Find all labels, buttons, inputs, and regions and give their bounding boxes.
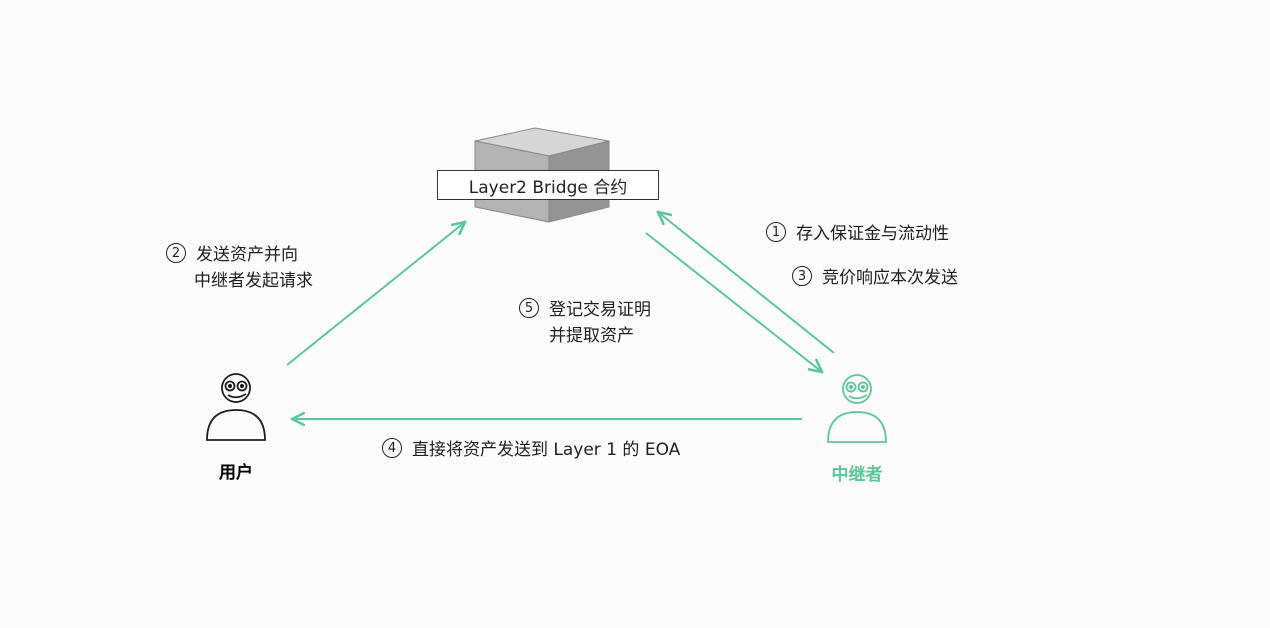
step-4-label: 4 直接将资产发送到 Layer 1 的 EOA — [382, 437, 680, 463]
step-3-line-1: 竞价响应本次发送 — [822, 268, 958, 288]
relayer-name: 中继者 — [831, 465, 883, 485]
step-number-badge: 3 — [792, 266, 812, 286]
step-3-label: 3 竞价响应本次发送 — [792, 265, 958, 291]
step-2-line-1: 发送资产并向 — [196, 245, 298, 265]
step-1-line-1: 存入保证金与流动性 — [796, 224, 949, 244]
contract-label: Layer2 Bridge 合约 — [437, 170, 659, 200]
step-5-line-1: 登记交易证明 — [549, 300, 651, 320]
step-number-badge: 4 — [382, 438, 402, 458]
step-number-badge: 1 — [766, 222, 786, 242]
user-avatar-icon — [206, 373, 266, 441]
user-name: 用户 — [219, 463, 253, 483]
step-2-line-2: 中继者发起请求 — [194, 271, 313, 291]
step-1-label: 1 存入保证金与流动性 — [766, 221, 949, 247]
step-2-label: 2 发送资产并向 中继者发起请求 — [166, 242, 313, 294]
arrow-contract-to-relayer — [645, 232, 822, 372]
arrow-relayer-to-contract — [658, 212, 835, 354]
step-5-label: 5 登记交易证明 并提取资产 — [519, 297, 651, 349]
step-number-badge: 5 — [519, 298, 539, 318]
contract-label-text: Layer2 Bridge 合约 — [468, 177, 628, 198]
arrow-user-to-contract — [286, 222, 465, 366]
step-number-badge: 2 — [166, 243, 186, 263]
step-5-line-2: 并提取资产 — [549, 326, 634, 346]
relayer-avatar-icon — [827, 374, 887, 443]
step-4-line-1: 直接将资产发送到 Layer 1 的 EOA — [412, 440, 681, 460]
